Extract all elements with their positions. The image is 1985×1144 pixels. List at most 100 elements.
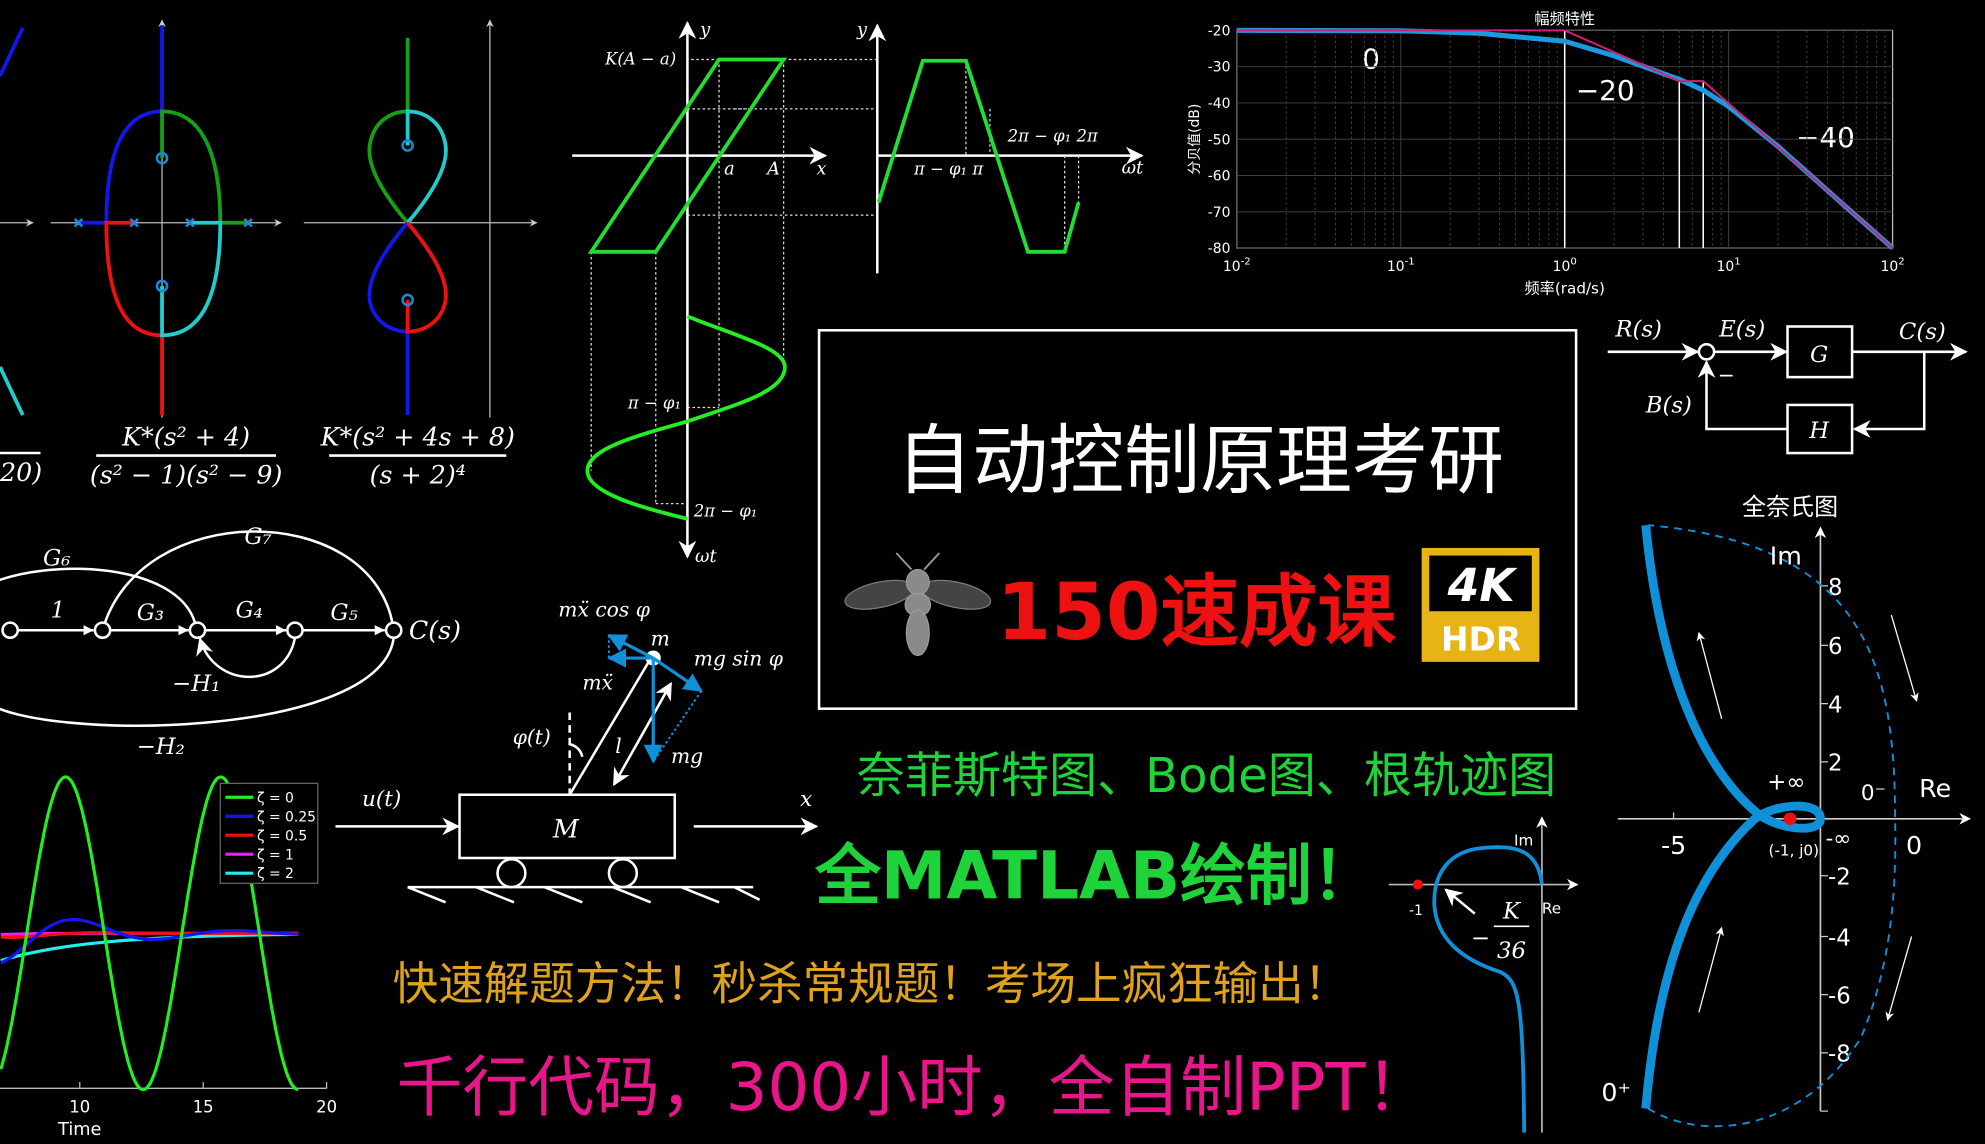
label-minus: −	[1471, 925, 1490, 951]
label-im: Im	[1770, 541, 1802, 570]
label-e: E(s)	[1718, 317, 1765, 343]
x-axis-label: Time	[57, 1120, 101, 1140]
label-mx-cos: mẍ cos φ	[558, 597, 650, 621]
y-tick-label: -8	[1828, 1042, 1851, 1068]
y-tick-label: -80	[1208, 241, 1231, 257]
tf-denominator: (s + 2)⁴	[370, 460, 466, 489]
label-x: x	[800, 787, 812, 812]
axis-label-wt: ωt	[1122, 158, 1144, 178]
y-tick-label: 4	[1828, 692, 1842, 718]
legend-label: ζ = 0.25	[257, 809, 316, 825]
locus-branch	[160, 109, 249, 225]
tf-denominator: (s² − 1)(s² − 9)	[90, 460, 283, 489]
label-r: R(s)	[1614, 317, 1662, 343]
y-tick-label: -70	[1208, 205, 1231, 221]
label-plus-infinity: +∞	[1767, 770, 1805, 796]
tagline-plots: 奈菲斯特图、Bode图、根轨迹图	[857, 748, 1557, 804]
y-tick-label: 2	[1828, 751, 1842, 777]
pole-markers	[73, 218, 253, 228]
hysteresis-loop	[587, 57, 788, 254]
axis-label-x: x	[817, 160, 827, 180]
slope-label: −20	[1576, 74, 1635, 107]
axis-label-y: y	[699, 20, 711, 40]
block-g-label: G	[1810, 342, 1828, 368]
branch-g7	[101, 530, 394, 631]
label-b: B(s)	[1645, 393, 1692, 419]
label-h1: −H₁	[172, 671, 220, 697]
label-mass-cart: M	[552, 815, 580, 844]
x-tick-label: 20	[316, 1097, 337, 1116]
label-g3: G₃	[137, 600, 164, 626]
root-locus-partial: 20)	[0, 27, 42, 487]
label-a: a	[724, 160, 735, 180]
x-tick-label: 15	[193, 1097, 214, 1116]
title-card: 自动控制原理考研 150速成课 4K HDR	[817, 329, 1578, 710]
legend-label: ζ = 0.5	[257, 828, 307, 844]
output-waveform	[876, 58, 1081, 254]
locus-branch	[0, 27, 25, 77]
badge-4k: 4K	[1447, 559, 1519, 612]
feedback-return	[1697, 360, 1788, 431]
y-tick-label: -4	[1828, 925, 1851, 951]
label-A: A	[765, 160, 780, 180]
chart-title: 幅频特性	[1534, 10, 1595, 28]
force-components	[607, 635, 703, 763]
badge-hdr: HDR	[1441, 619, 1521, 658]
label-mg: mg	[671, 744, 703, 768]
branch-h1	[196, 637, 297, 679]
series-line	[0, 918, 299, 965]
label-pi-minus-phi: π − φ₁	[627, 394, 681, 413]
nodes	[1, 621, 403, 640]
mg-sin-arrow	[652, 656, 703, 693]
critical-point	[1412, 879, 1423, 890]
course-subtitle: 150速成课	[997, 566, 1397, 658]
locus-branch	[0, 366, 25, 416]
label-mx: mẍ	[582, 671, 613, 695]
pointer-arrow	[1444, 888, 1476, 915]
tf-numerator: K*(s² + 4s + 8)	[320, 422, 515, 451]
locus-branch	[405, 109, 448, 224]
x-tick-label: 10	[69, 1097, 90, 1116]
describing-function-diagram: y K(A − a) a A x π − φ₁ 2π − φ₁ ωt y π −…	[572, 20, 1144, 567]
bee-icon	[844, 552, 992, 657]
label-h2: −H₂	[137, 734, 185, 760]
label-pi: π − φ₁ π	[913, 160, 984, 179]
label-mg-sin: mg sin φ	[694, 647, 784, 671]
locus-branch	[405, 221, 448, 334]
tf-numerator: K*(s² + 4)	[121, 422, 250, 451]
ground	[407, 885, 761, 904]
legend-box	[219, 782, 319, 884]
zero-marker	[155, 279, 169, 293]
nyquist-curve	[1432, 845, 1544, 1133]
label-k: K	[1502, 899, 1522, 925]
series-line	[0, 931, 299, 940]
y-tick-label: 6	[1828, 634, 1842, 660]
mirror-curve-dashed	[1647, 524, 1897, 1128]
feedback-block-diagram: G H R(s) E(s) C(s) B(s) −	[1607, 317, 1968, 455]
label-minus-infinity: -∞	[1825, 826, 1851, 851]
x-tick-label: 0	[1906, 831, 1922, 860]
label-zero-plus: 0⁺	[1601, 1078, 1630, 1107]
y-tick-label: 8	[1828, 575, 1842, 601]
y-axis-label: 分贝值(dB)	[1187, 104, 1203, 175]
slope-label: −40	[1796, 121, 1855, 154]
label-minus-one: -1	[1409, 903, 1423, 919]
badge-top-panel	[1429, 555, 1532, 612]
legend-label: ζ = 1	[257, 847, 294, 863]
tagline-matlab: 全MATLAB绘制！	[814, 838, 1377, 915]
label-k-a-minus-a: K(A − a)	[604, 50, 676, 69]
branch-g6	[0, 567, 197, 623]
zero-marker	[155, 151, 169, 165]
label-cs: C(s)	[409, 616, 461, 645]
axis-label-wt: ωt	[695, 547, 717, 567]
inverted-pendulum-cart: M mẍ cos φ m mg sin φ mẍ mg φ(t) l u(t) …	[335, 597, 819, 904]
y-tick-label: -30	[1208, 60, 1231, 76]
tf-denominator: 20)	[0, 458, 42, 487]
label-minus: −	[1718, 363, 1735, 387]
4k-hdr-badge: 4K HDR	[1421, 547, 1540, 662]
label-im: Im	[1514, 831, 1533, 849]
label-re: Re	[1542, 900, 1561, 918]
input-sine	[585, 314, 787, 521]
